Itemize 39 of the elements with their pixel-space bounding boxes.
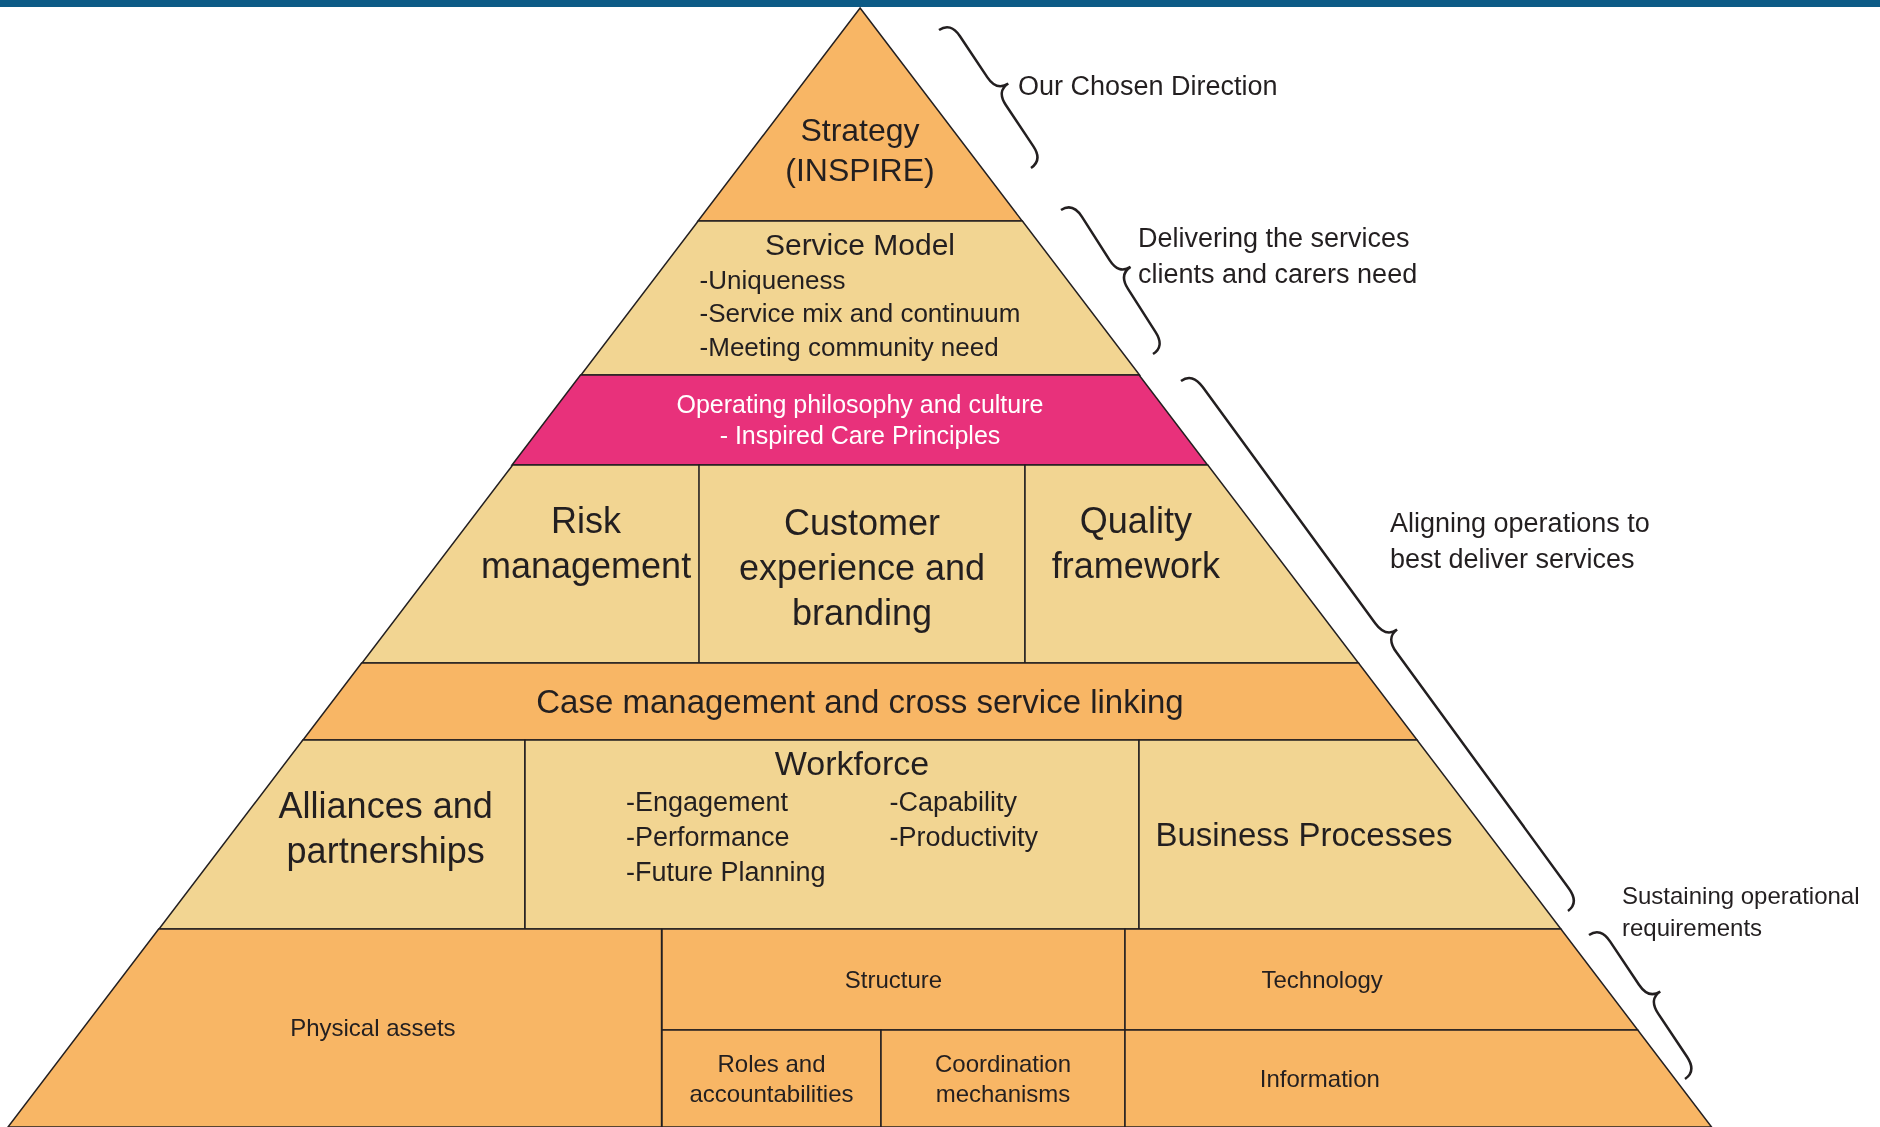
- brace-label: Our Chosen Direction: [1018, 70, 1279, 103]
- tier-title: Structure: [844, 964, 943, 995]
- list-item: -Engagement: [625, 785, 789, 819]
- tier-title: Customer experience and branding: [737, 501, 987, 635]
- list-item: -Meeting community need: [699, 331, 999, 365]
- pyramid-tier: [1139, 740, 1561, 929]
- brace-label: Aligning operations to best deliver services: [1390, 507, 1651, 577]
- tier-title: Quality framework: [1050, 498, 1221, 588]
- list-item: -Future Planning: [625, 855, 826, 889]
- pyramid-tier: [580, 221, 1140, 375]
- tier-title: Business Processes: [1155, 814, 1453, 855]
- list-item: -Performance: [625, 820, 791, 854]
- list-item: -Capability: [889, 785, 1019, 819]
- pyramid-tier: [1025, 465, 1359, 663]
- brace-label: Delivering the services clients and carers need: [1138, 222, 1419, 292]
- tier-title: Service Model: [764, 227, 955, 263]
- list-item: -Service mix and continuum: [699, 297, 1021, 331]
- tier-title: Coordination mechanisms: [933, 1048, 1073, 1109]
- list-item: -Uniqueness: [699, 263, 846, 297]
- pyramid-tier: [525, 740, 1139, 929]
- pyramid-tier: [302, 663, 1418, 740]
- pyramid-tier: [512, 375, 1208, 465]
- tier-title: Workforce: [774, 743, 930, 784]
- pyramid-tier: [699, 465, 1025, 663]
- brace-label: Sustaining operational requirements: [1622, 881, 1861, 944]
- tier-title: Information: [1259, 1063, 1380, 1094]
- pyramid-tier: [361, 465, 699, 663]
- list-item: -Productivity: [889, 820, 1039, 854]
- tier-title: Roles and accountabilities: [688, 1048, 855, 1109]
- tier-title: Strategy (INSPIRE): [784, 111, 936, 190]
- tier-title: Risk management: [480, 498, 693, 588]
- pyramid-tier: [8, 929, 662, 1127]
- tier-title: - Inspired Care Principles: [719, 420, 1001, 451]
- pyramid-tier: [159, 740, 525, 929]
- tier-title: Alliances and partnerships: [277, 783, 494, 873]
- tier-title: Physical assets: [290, 1013, 456, 1043]
- tier-title: Technology: [1261, 964, 1383, 995]
- tier-title: Case management and cross service linking: [536, 681, 1184, 722]
- tier-title: Operating philosophy and culture: [676, 388, 1044, 420]
